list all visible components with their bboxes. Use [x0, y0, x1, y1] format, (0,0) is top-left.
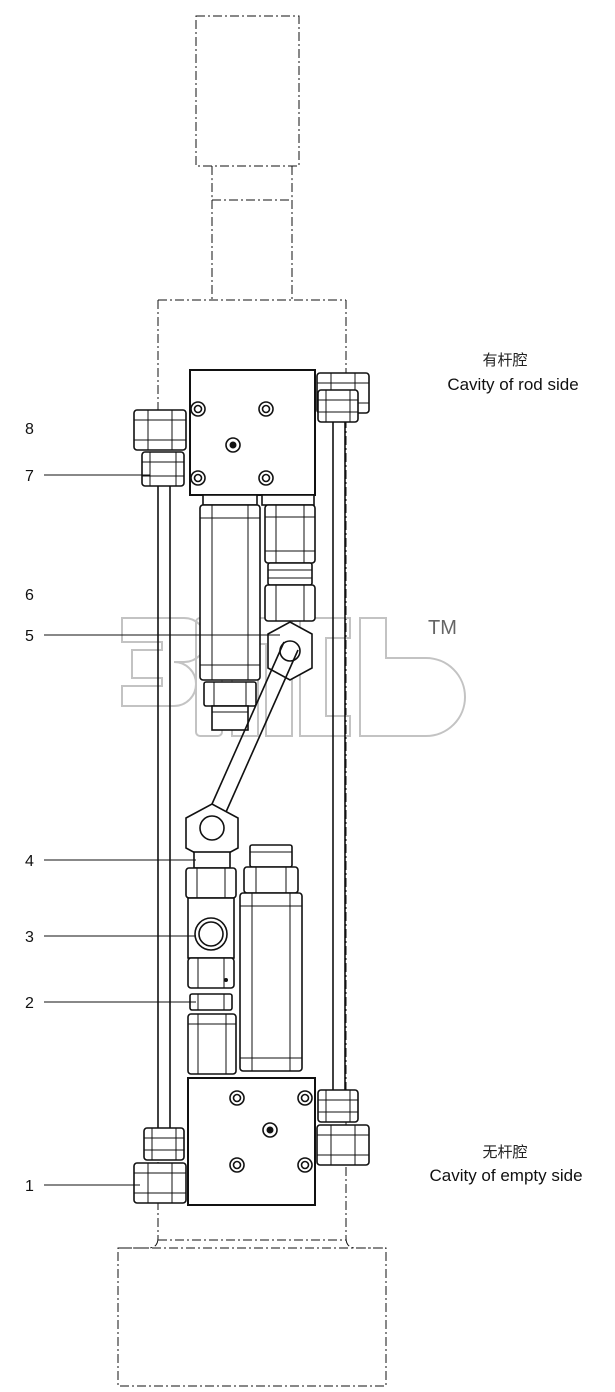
empty-side-label-en: Cavity of empty side [429, 1166, 582, 1185]
lower-left-stack [185, 867, 237, 1075]
fitting-bottom-right-nut [317, 1089, 359, 1123]
top-valve-block [189, 369, 316, 496]
left-pipe [157, 482, 171, 1130]
bottom-valve-block [187, 1077, 316, 1206]
callout-6: 6 [25, 587, 34, 604]
fitting-top-left-elbow [133, 409, 187, 451]
fitting-top-left-nut [141, 451, 185, 487]
callout-1: 1 [25, 1178, 34, 1195]
watermark-tm: TM [428, 617, 457, 639]
top-left-cartridge [199, 494, 261, 731]
rod-side-label-cn: 有杆腔 [482, 351, 527, 369]
callout-2: 2 [25, 995, 34, 1012]
lower-elbow-tee [185, 803, 239, 869]
empty-side-label-cn: 无杆腔 [482, 1143, 527, 1161]
top-right-stack [261, 494, 316, 681]
callout-7: 7 [25, 468, 34, 485]
fitting-top-right-nut [317, 389, 359, 423]
diagonal-connecting-pipe [203, 641, 299, 831]
rod-side-label-en: Cavity of rod side [447, 375, 578, 394]
empty-side-label: 无杆腔 Cavity of empty side [429, 1143, 582, 1185]
callout-5: 5 [25, 628, 34, 645]
callout-3: 3 [25, 929, 34, 946]
fitting-bottom-right-elbow [316, 1124, 370, 1166]
right-pipe [332, 420, 346, 1092]
callout-8: 8 [25, 421, 34, 438]
fitting-bottom-left-nut [143, 1127, 185, 1161]
callout-4: 4 [25, 853, 34, 870]
callout-numbers: 8 7 6 5 4 3 2 1 [25, 421, 34, 1195]
leader-lines [44, 474, 280, 1186]
rod-side-label: 有杆腔 Cavity of rod side [447, 351, 578, 394]
fitting-bottom-left-elbow [133, 1162, 187, 1204]
lower-right-cartridge [239, 844, 303, 1072]
